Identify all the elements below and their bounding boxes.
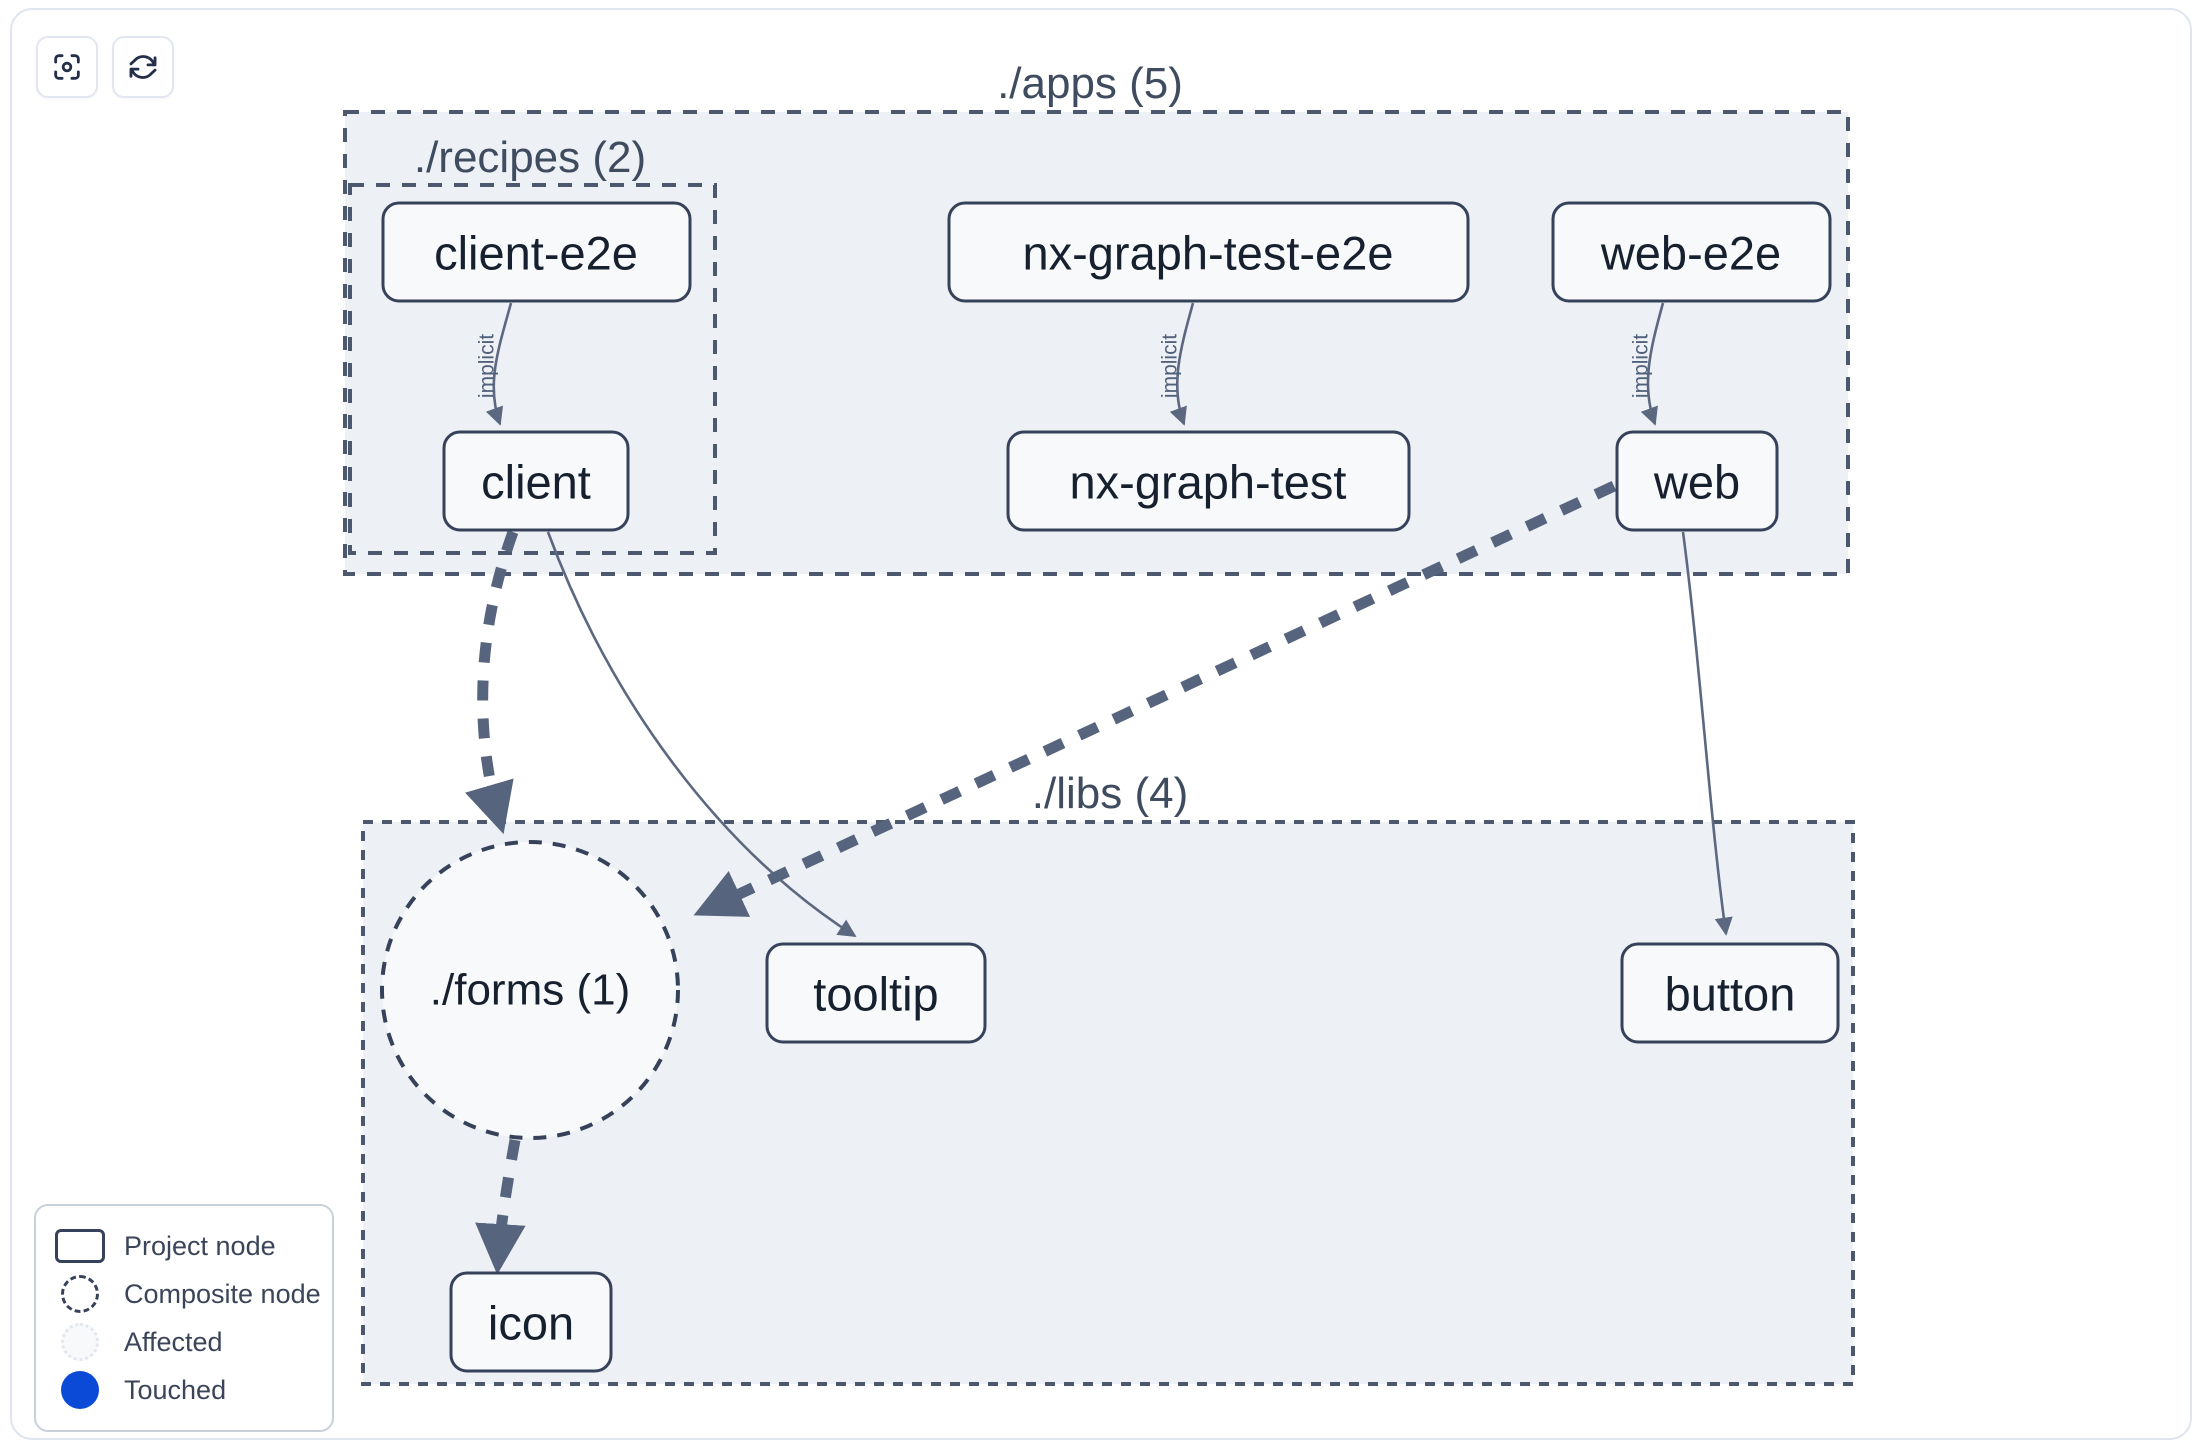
legend-label: Composite node xyxy=(124,1278,321,1309)
legend-item-affected: Affected xyxy=(52,1318,314,1366)
legend-item-project-node: Project node xyxy=(52,1222,314,1270)
node-box[interactable] xyxy=(765,942,987,1044)
legend-label: Project node xyxy=(124,1230,276,1261)
node-forms-composite[interactable]: ./forms (1) xyxy=(380,840,680,1140)
node-web-e2e[interactable]: web-e2e xyxy=(1551,201,1832,303)
node-box[interactable] xyxy=(1615,430,1779,532)
graph-toolbar xyxy=(36,36,174,98)
project-node-icon xyxy=(52,1226,108,1266)
legend-label: Affected xyxy=(124,1326,223,1357)
composite-node-icon xyxy=(52,1274,108,1314)
affected-node-icon xyxy=(52,1322,108,1362)
legend-item-composite-node: Composite node xyxy=(52,1270,321,1318)
focus-icon xyxy=(50,50,84,84)
graph-legend: Project node Composite node Affected Tou… xyxy=(34,1204,334,1432)
node-tooltip[interactable]: tooltip xyxy=(765,942,987,1044)
refresh-graph-button[interactable] xyxy=(112,36,174,98)
node-box[interactable] xyxy=(1551,201,1832,303)
node-icon[interactable]: icon xyxy=(449,1271,613,1373)
focus-graph-button[interactable] xyxy=(36,36,98,98)
node-client[interactable]: client xyxy=(442,430,630,532)
node-button[interactable]: button xyxy=(1620,942,1840,1044)
node-box[interactable] xyxy=(442,430,630,532)
node-client-e2e[interactable]: client-e2e xyxy=(381,201,692,303)
node-nx-graph-test-e2e[interactable]: nx-graph-test-e2e xyxy=(947,201,1470,303)
touched-node-icon xyxy=(52,1370,108,1410)
node-nx-graph-test[interactable]: nx-graph-test xyxy=(1006,430,1411,532)
composite-node-circle[interactable] xyxy=(380,840,680,1140)
node-web[interactable]: web xyxy=(1615,430,1779,532)
legend-item-touched: Touched xyxy=(52,1366,314,1414)
node-box[interactable] xyxy=(381,201,692,303)
node-box[interactable] xyxy=(1620,942,1840,1044)
legend-label: Touched xyxy=(124,1374,227,1405)
node-box[interactable] xyxy=(1006,430,1411,532)
refresh-icon xyxy=(126,50,160,84)
node-box[interactable] xyxy=(947,201,1470,303)
node-box[interactable] xyxy=(449,1271,613,1373)
